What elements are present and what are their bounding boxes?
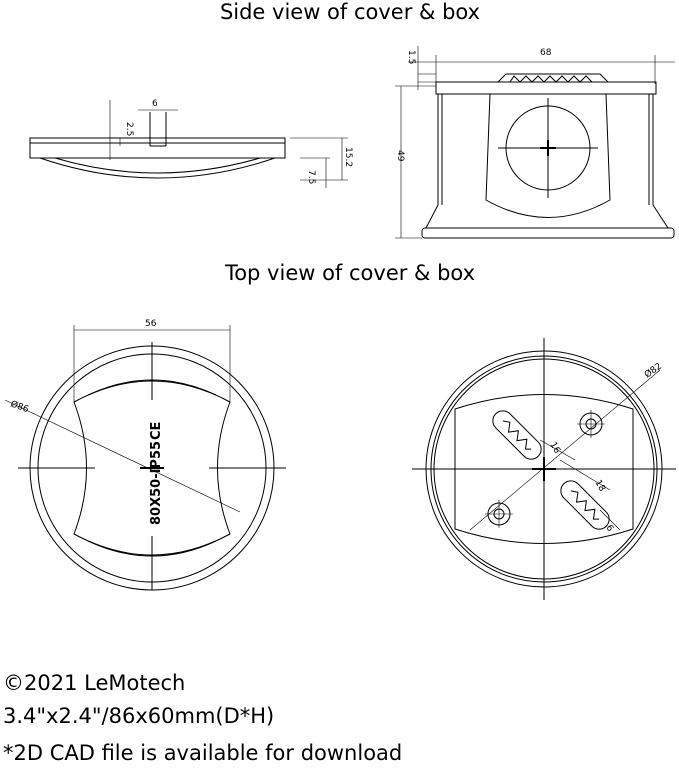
dome-height-dim: 7.5 [306, 170, 316, 184]
cad-note-text: *2D CAD file is available for download [3, 741, 403, 765]
cover-flat-width-dim: 56 [145, 319, 157, 329]
side-view-title: Side view of cover & box [219, 0, 481, 24]
box-side-view [395, 46, 675, 239]
box-height-dim: 49 [395, 150, 405, 162]
mount-spacing-dim: 16 [547, 441, 562, 456]
slot-width-top-dim: 6 [603, 524, 615, 534]
slot-depth-dim: 2.5 [124, 122, 134, 136]
size-spec-text: 3.4"x2.4"/86x60mm(D*H) [3, 704, 275, 728]
cover-top-view [4, 325, 286, 591]
top-view-title: Top view of cover & box [224, 261, 476, 285]
box-width-dim: 68 [540, 48, 552, 58]
cover-diameter-dim: Ø86 [9, 398, 30, 415]
box-top-view [412, 338, 676, 600]
copyright-text: ©2021 LeMotech [3, 671, 186, 695]
box-diameter-dim: Ø82 [642, 361, 664, 381]
model-marking: 80X50-IP55 [149, 441, 164, 525]
box-lip-dim: 1.5 [406, 50, 416, 64]
cover-height-dim: 15.2 [343, 147, 353, 167]
ce-marking: CE [149, 422, 164, 440]
cover-side-view [29, 100, 348, 188]
slot-width-dim: 6 [152, 99, 158, 109]
